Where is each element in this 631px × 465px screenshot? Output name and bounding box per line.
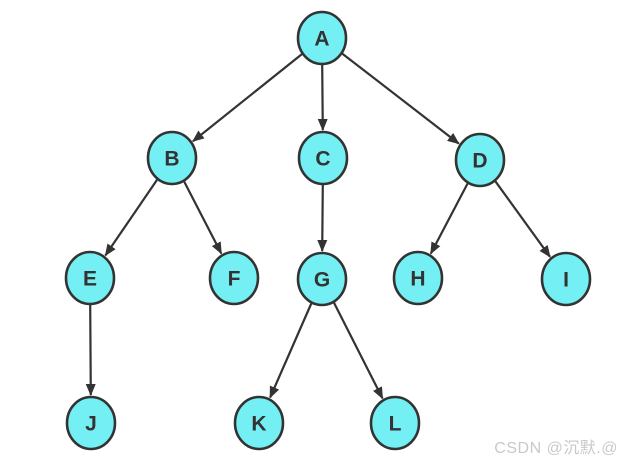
node-label-J: J (85, 413, 97, 436)
node-label-F: F (228, 268, 241, 291)
edge-C-G (317, 184, 328, 252)
node-shape-B (146, 130, 198, 186)
node-label-I: I (563, 269, 569, 292)
node-shape-E (64, 250, 116, 306)
tree-node-E: E (64, 250, 116, 306)
tree-node-G: G (296, 251, 348, 307)
node-label-C: C (315, 148, 330, 171)
tree-node-H: H (392, 250, 444, 306)
node-label-E: E (83, 268, 97, 291)
node-label-L: L (389, 413, 402, 436)
edge-D-I (494, 180, 551, 258)
tree-node-I: I (540, 251, 592, 307)
tree-node-D: D (454, 132, 506, 188)
node-label-G: G (314, 269, 330, 292)
tree-node-J: J (65, 395, 117, 451)
node-shape-H (392, 250, 444, 306)
edge-A-C (317, 64, 328, 131)
node-shape-K (233, 395, 285, 451)
edge-B-F (183, 181, 223, 255)
node-shape-A (296, 10, 348, 66)
node-label-B: B (164, 148, 179, 171)
edge-A-D (341, 52, 460, 145)
edge-D-H (429, 182, 469, 255)
node-shape-I (540, 251, 592, 307)
node-shape-G (296, 251, 348, 307)
edge-G-L (333, 302, 384, 400)
tree-node-F: F (208, 250, 260, 306)
tree-node-K: K (233, 395, 285, 451)
edge-G-K (269, 303, 313, 399)
node-shape-C (297, 130, 349, 186)
node-shape-J (65, 395, 117, 451)
node-shape-L (369, 395, 421, 451)
tree-node-L: L (369, 395, 421, 451)
node-label-D: D (472, 150, 487, 173)
tree-node-A: A (296, 10, 348, 66)
edge-B-E (104, 179, 159, 257)
tree-node-B: B (146, 130, 198, 186)
watermark: CSDN @沉默.@ (494, 440, 618, 457)
node-shape-D (454, 132, 506, 188)
edge-E-J (85, 304, 96, 396)
node-label-H: H (410, 268, 425, 291)
node-label-K: K (251, 413, 266, 436)
node-shape-F (208, 250, 260, 306)
node-label-A: A (314, 28, 329, 51)
tree-node-C: C (297, 130, 349, 186)
edge-A-B (192, 53, 303, 143)
